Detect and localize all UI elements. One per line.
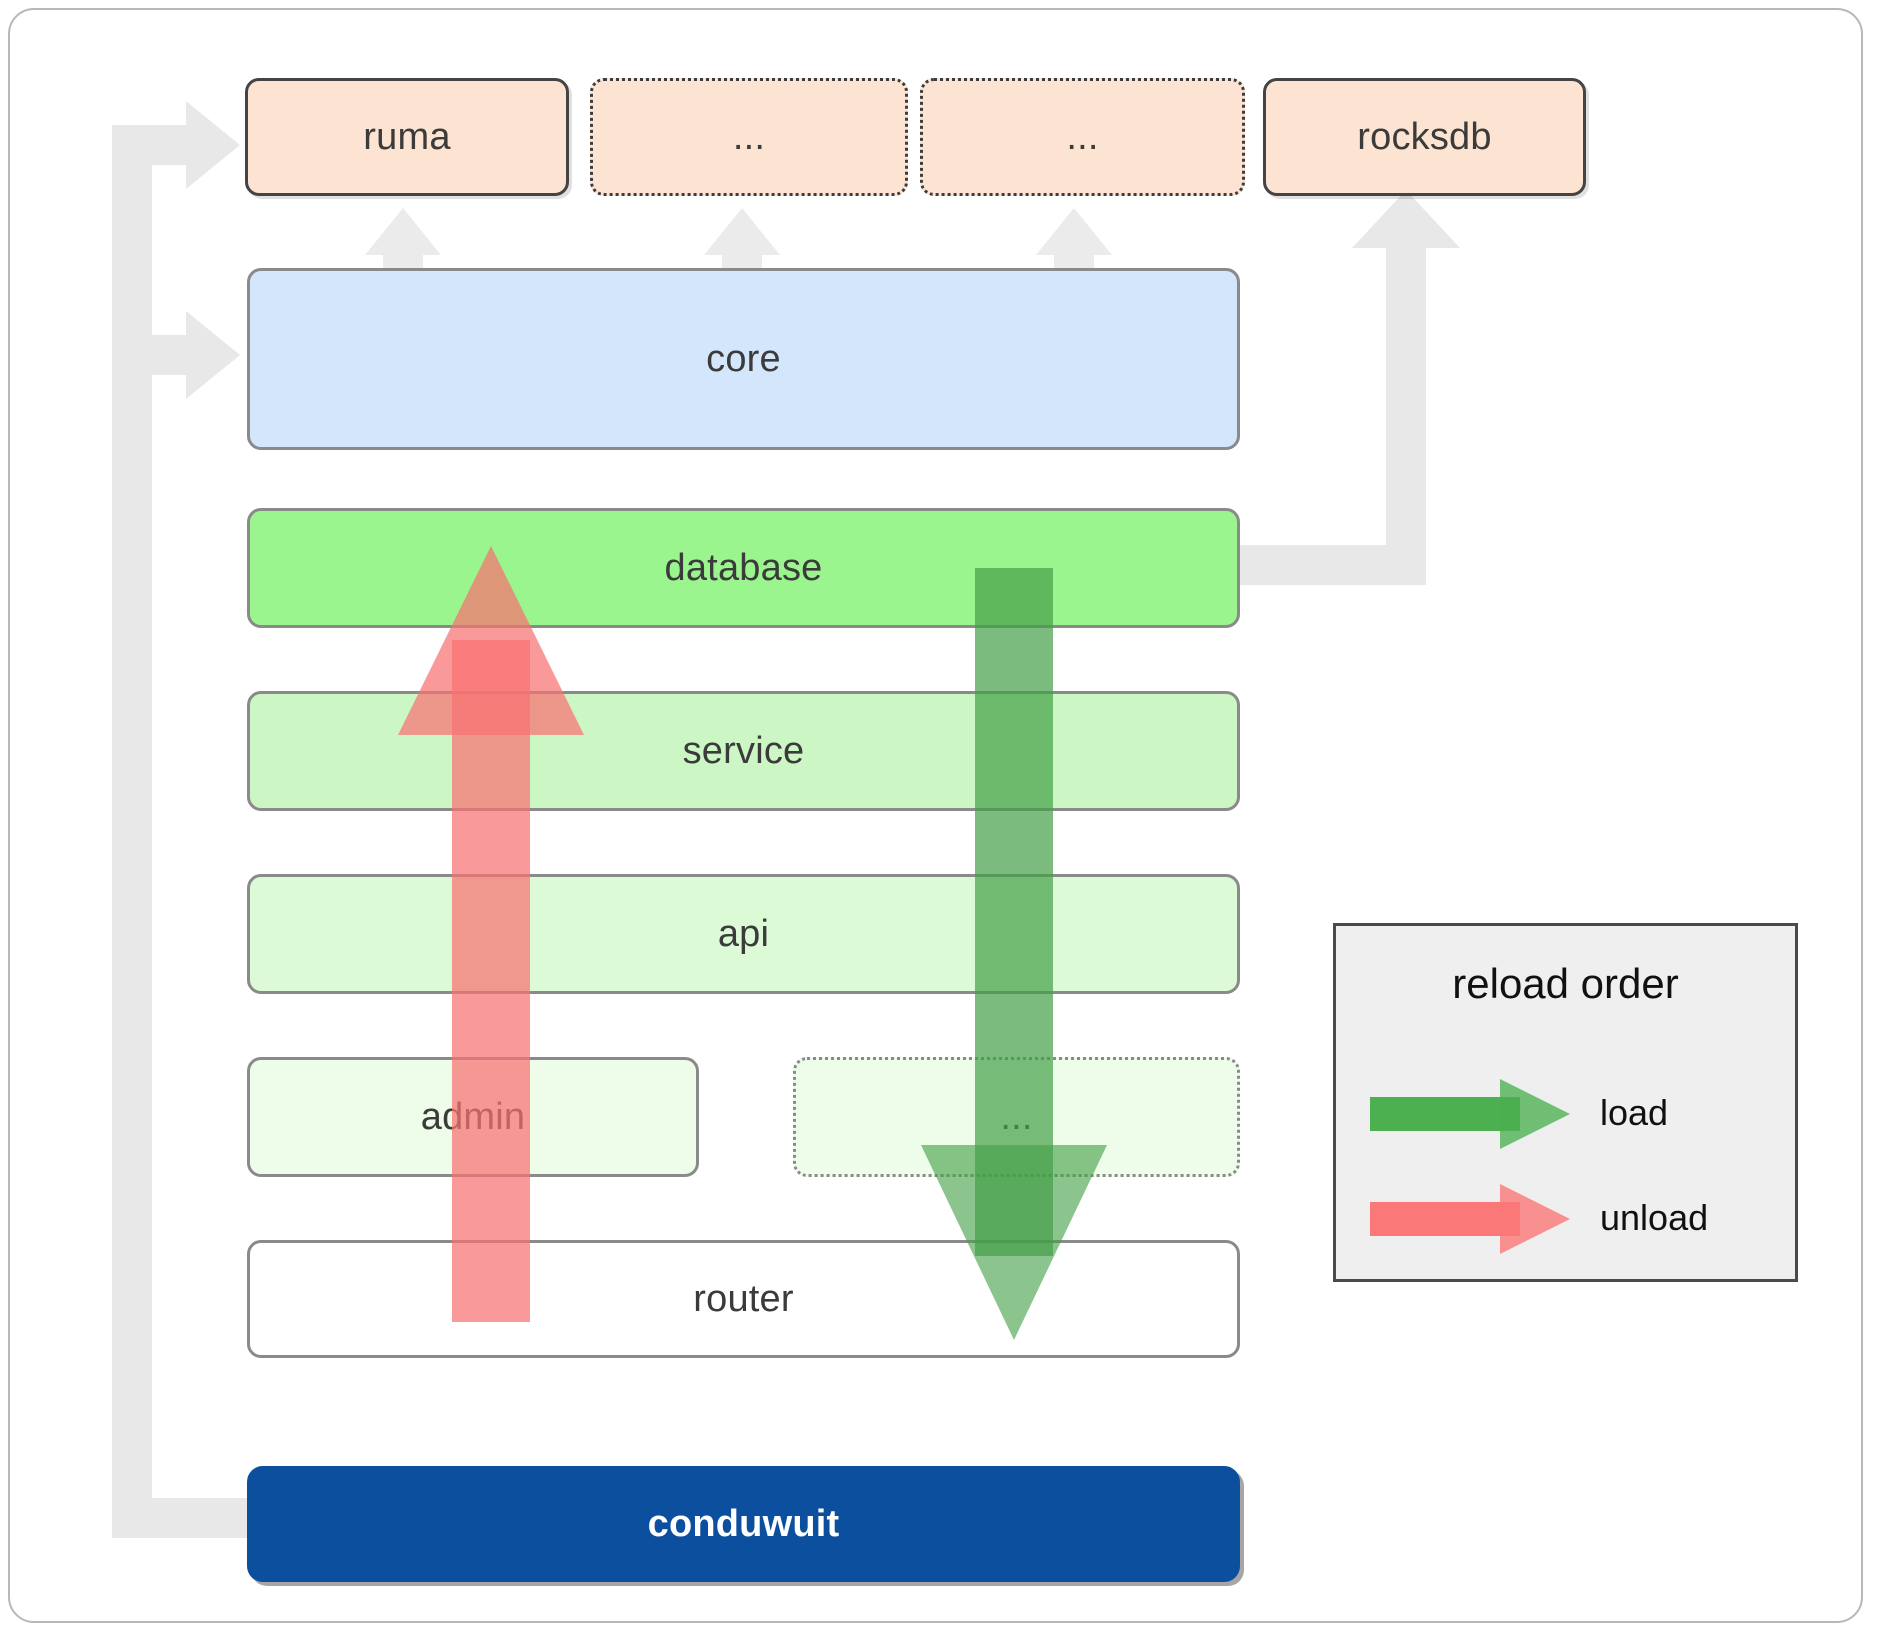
layer-box-core[interactable]: core (247, 268, 1240, 450)
layer-label-admin: admin (420, 1095, 526, 1138)
dependency-label-ruma: ruma (363, 115, 451, 158)
dependency-box-2[interactable]: ... (590, 78, 908, 196)
layer-label-core: core (706, 337, 781, 380)
layer-label-database: database (664, 546, 823, 589)
dependency-label-rocksdb: rocksdb (1357, 115, 1492, 158)
layer-label-api: api (717, 912, 770, 955)
layer-box-database[interactable]: database (247, 508, 1240, 628)
legend-panel: reload order load unload (1333, 923, 1798, 1282)
legend-item-unload: unload (1370, 1176, 1770, 1260)
load-arrow-icon (1370, 1079, 1570, 1149)
dependency-box-3[interactable]: ... (920, 78, 1245, 196)
dependency-label-3: ... (1066, 115, 1099, 158)
legend-item-load: load (1370, 1071, 1770, 1155)
layer-box-api[interactable]: api (247, 874, 1240, 994)
application-box-conduwuit[interactable]: conduwuit (247, 1466, 1240, 1582)
layer-label-ellipsis: ... (1000, 1095, 1033, 1138)
dependency-box-rocksdb[interactable]: rocksdb (1263, 78, 1586, 196)
diagram-frame (8, 8, 1863, 1623)
layer-box-ellipsis[interactable]: ... (793, 1057, 1240, 1177)
dependency-label-2: ... (732, 115, 766, 158)
layer-label-router: router (693, 1277, 794, 1320)
application-label-conduwuit: conduwuit (647, 1502, 840, 1545)
legend-title: reload order (1452, 960, 1679, 1007)
layer-box-router[interactable]: router (247, 1240, 1240, 1358)
layer-box-service[interactable]: service (247, 691, 1240, 811)
unload-arrow-icon (1370, 1184, 1570, 1254)
layer-label-service: service (682, 729, 805, 772)
legend-label-load: load (1600, 1092, 1669, 1133)
layer-box-admin[interactable]: admin (247, 1057, 699, 1177)
dependency-box-ruma[interactable]: ruma (245, 78, 569, 196)
legend-label-unload: unload (1600, 1197, 1709, 1238)
